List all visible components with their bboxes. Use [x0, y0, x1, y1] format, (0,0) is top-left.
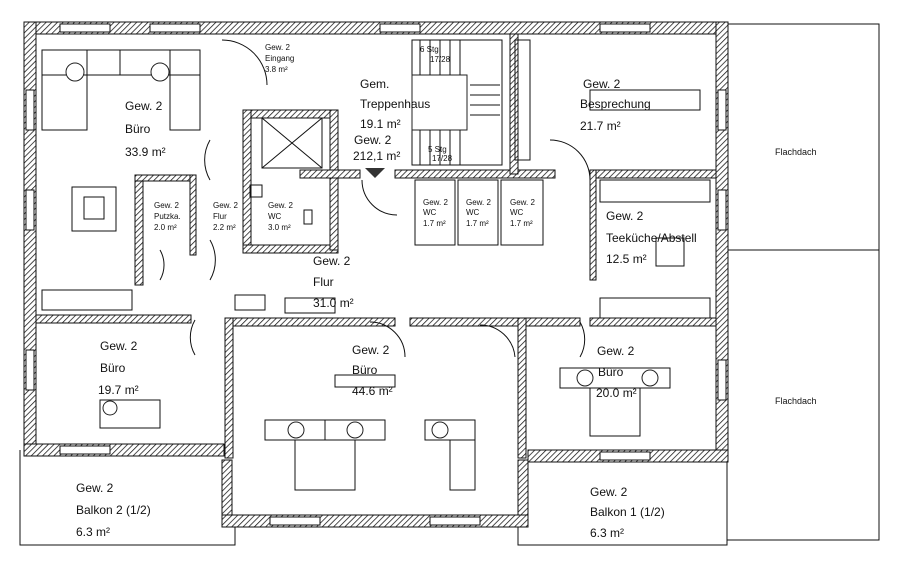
room-buero-2-area: 19.7 m² [98, 383, 139, 397]
room-teekueche-name: Teeküche/Abstell [606, 231, 697, 245]
room-besprechung-area: 21.7 m² [580, 119, 621, 133]
room-flur-small-area: 2.2 m² [213, 223, 236, 232]
room-wc-1-name: WC [268, 212, 282, 221]
room-buero-1-name: Büro [125, 122, 151, 136]
inner-walls [35, 33, 717, 459]
room-putzka-area: 2.0 m² [154, 223, 177, 232]
room-wc-4-name: WC [510, 208, 524, 217]
room-flur-label: Gew. 2 [313, 254, 351, 268]
stair-2-steps: 5 Stg [428, 145, 447, 154]
room-buero-3-area: 44.6 m² [352, 384, 393, 398]
balkon-2-label: Gew. 2 [76, 481, 114, 495]
flat-roof [726, 23, 880, 541]
room-wc-3-label: Gew. 2 [466, 198, 491, 207]
total-label: Gew. 2 [354, 133, 392, 147]
room-buero-2-name: Büro [100, 361, 126, 375]
doors [159, 39, 591, 358]
room-wc-2-area: 1.7 m² [423, 219, 446, 228]
room-teekueche-area: 12.5 m² [606, 252, 647, 266]
room-wc-2-label: Gew. 2 [423, 198, 448, 207]
room-putzka-name: Putzka. [154, 212, 181, 221]
room-buero-4-area: 20.0 m² [596, 386, 637, 400]
wc-stalls [249, 179, 544, 246]
room-eingang-area: 3.8 m² [265, 65, 288, 74]
total-area: 212,1 m² [353, 149, 400, 163]
stair-1-steps: 6 Stg [420, 45, 439, 54]
room-putzka-label: Gew. 2 [154, 201, 179, 210]
room-eingang-name: Eingang [265, 54, 294, 63]
room-eingang-label: Gew. 2 [265, 43, 290, 52]
room-buero-1-area: 33.9 m² [125, 145, 166, 159]
room-wc-4-area: 1.7 m² [510, 219, 533, 228]
room-flur-area: 31.0 m² [313, 296, 354, 310]
room-wc-4-label: Gew. 2 [510, 198, 535, 207]
staircase [411, 39, 531, 166]
room-wc-2-name: WC [423, 208, 437, 217]
room-treppenhaus-label: Gem. [360, 77, 389, 91]
balkon-1-area: 6.3 m² [590, 526, 624, 540]
windows [25, 23, 727, 526]
room-buero-4-label: Gew. 2 [597, 344, 635, 358]
room-wc-3-area: 1.7 m² [466, 219, 489, 228]
balkon-2-name: Balkon 2 (1/2) [76, 503, 151, 517]
room-buero-1-label: Gew. 2 [125, 99, 163, 113]
balconies [19, 450, 728, 546]
room-flur-small-name: Flur [213, 212, 227, 221]
room-teekueche-label: Gew. 2 [606, 209, 644, 223]
room-treppenhaus-name: Treppenhaus [360, 97, 430, 111]
room-buero-3-label: Gew. 2 [352, 343, 390, 357]
room-wc-1-area: 3.0 m² [268, 223, 291, 232]
flat-roof-1-label: Flachdach [775, 147, 817, 157]
room-flur-name: Flur [313, 275, 334, 289]
room-wc-3-name: WC [466, 208, 480, 217]
room-besprechung-name: Besprechung [580, 97, 651, 111]
balkon-2-area: 6.3 m² [76, 525, 110, 539]
balkon-1-name: Balkon 1 (1/2) [590, 505, 665, 519]
room-buero-4-name: Büro [598, 365, 624, 379]
room-labels: Gew. 2 Büro 33.9 m² Gew. 2 Eingang 3.8 m… [76, 43, 817, 540]
room-wc-1-label: Gew. 2 [268, 201, 293, 210]
stair-2-ratio: 17/28 [432, 154, 453, 163]
balkon-1-label: Gew. 2 [590, 485, 628, 499]
elevator [261, 117, 323, 169]
stair-1-ratio: 17/28 [430, 55, 451, 64]
room-buero-3-name: Büro [352, 363, 378, 377]
entrance-arrow-icon [365, 168, 385, 178]
room-buero-2-label: Gew. 2 [100, 339, 138, 353]
room-treppenhaus-area: 19.1 m² [360, 117, 401, 131]
flat-roof-2-label: Flachdach [775, 396, 817, 406]
room-flur-small-label: Gew. 2 [213, 201, 238, 210]
room-besprechung-label: Gew. 2 [583, 77, 621, 91]
furniture [41, 49, 711, 491]
